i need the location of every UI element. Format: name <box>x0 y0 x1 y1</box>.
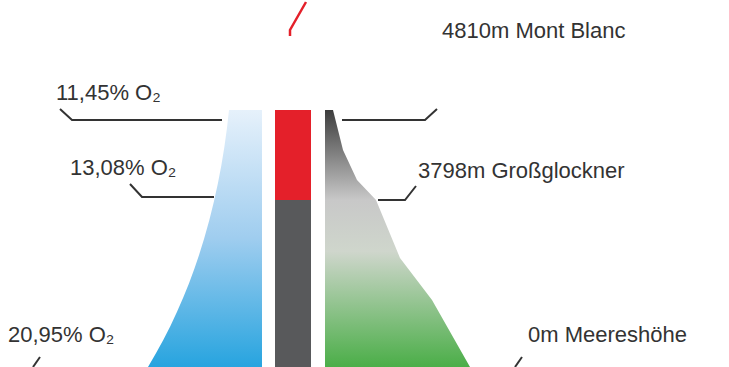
altitude-label: 4810m Mont Blanc <box>442 18 625 44</box>
altitude-bar-top <box>275 110 311 200</box>
red-marker-line <box>290 2 306 36</box>
altitude-bar-bottom <box>275 200 311 367</box>
oxygen-label: 11,45% O₂ <box>56 80 161 106</box>
leader-line <box>515 357 522 367</box>
mountain-profile <box>325 110 470 367</box>
leader-line <box>33 357 40 367</box>
oxygen-shape <box>148 110 262 367</box>
oxygen-label: 13,08% O₂ <box>70 155 176 181</box>
leader-line <box>130 184 214 197</box>
oxygen-label: 20,95% O₂ <box>8 322 114 348</box>
altitude-label: 3798m Großglockner <box>418 158 625 184</box>
leader-line <box>342 109 437 120</box>
leader-line <box>378 186 416 200</box>
altitude-label: 0m Meereshöhe <box>528 322 687 348</box>
leader-line <box>60 109 222 120</box>
